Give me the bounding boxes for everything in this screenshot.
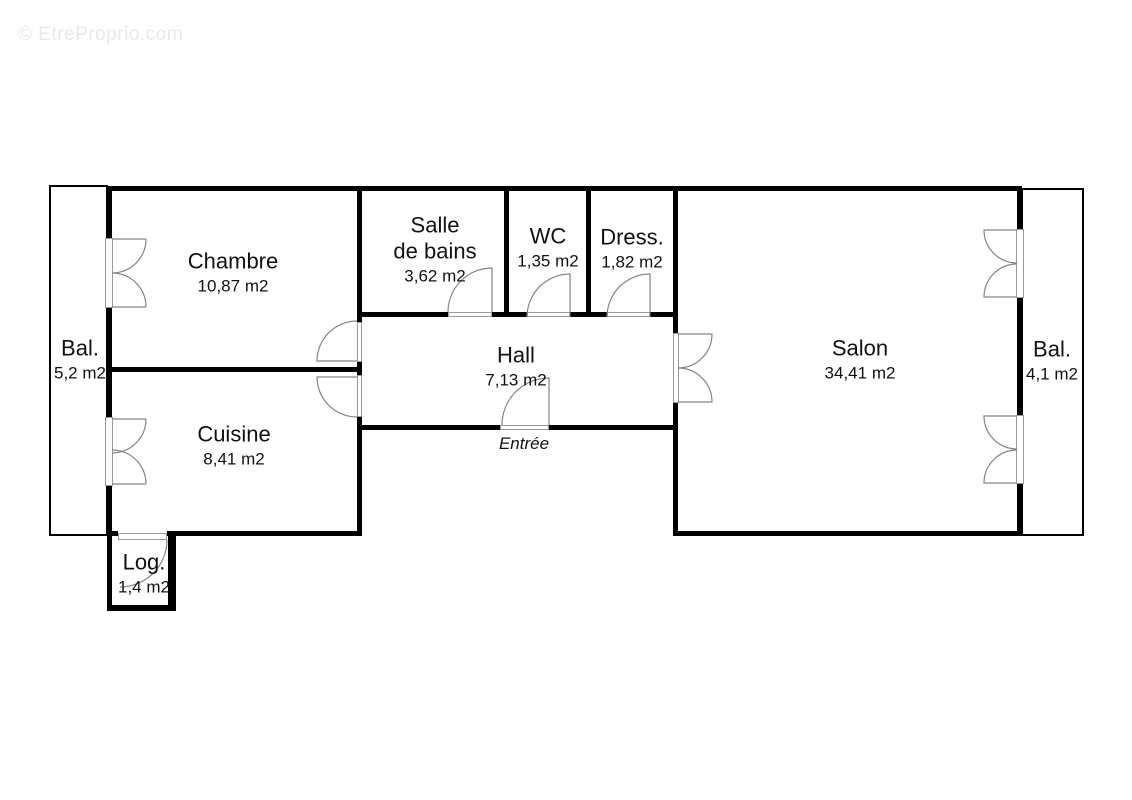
door-swing-entree bbox=[501, 377, 550, 426]
door-sill-dressing bbox=[607, 312, 650, 317]
walls bbox=[107, 186, 1022, 611]
door-frame-chambre-balcony bbox=[105, 238, 113, 308]
room-area: 5,2 m2 bbox=[54, 363, 106, 383]
room-area: 3,62 m2 bbox=[404, 266, 466, 286]
door-swing-chambre-balcony bbox=[111, 238, 147, 308]
wall-loggia-bottom bbox=[107, 605, 176, 611]
wall-vertical-segment bbox=[673, 191, 678, 333]
wall-left-segment bbox=[107, 308, 112, 417]
room-label-hall: Hall 7,13 m2 bbox=[485, 343, 546, 392]
room-label-wc: WC 1,35 m2 bbox=[517, 224, 578, 273]
room-area: 1,35 m2 bbox=[517, 251, 579, 271]
room-label-salle-de-bains: Salle de bains 3,62 m2 bbox=[393, 213, 476, 288]
wall-bottom-segment bbox=[107, 531, 118, 536]
wall-vertical-segment bbox=[673, 403, 678, 536]
wall-vertical-segment bbox=[586, 191, 591, 317]
wall-horizontal-segment bbox=[492, 312, 527, 317]
door-swing-hall-salon bbox=[677, 333, 713, 403]
wall-horizontal-segment bbox=[570, 312, 607, 317]
door-frame-cuisine-balcony bbox=[105, 417, 113, 486]
door-swing-salon-balcony-lower bbox=[983, 415, 1018, 484]
wall-bottom-segment bbox=[167, 531, 362, 536]
wall-left-segment bbox=[107, 186, 112, 238]
room-label-chambre: Chambre 10,87 m2 bbox=[188, 249, 278, 298]
room-name: Dress. bbox=[600, 224, 664, 250]
door-frame-hall-chambre bbox=[357, 322, 362, 362]
room-area: 4,1 m2 bbox=[1026, 364, 1078, 384]
door-leaf-loggia bbox=[118, 533, 167, 540]
door-sill-wc bbox=[527, 312, 570, 317]
room-name: WC bbox=[529, 223, 567, 249]
room-area: 7,13 m2 bbox=[485, 370, 547, 390]
room-name: Salon bbox=[831, 335, 889, 361]
room-name: Bal. bbox=[61, 335, 99, 361]
watermark-text: © EtreProprio.com bbox=[18, 24, 184, 45]
room-label-cuisine: Cuisine 8,41 m2 bbox=[197, 422, 270, 471]
wall-right-segment bbox=[1017, 186, 1022, 229]
door-frame-salon-balcony-upper bbox=[1016, 229, 1024, 298]
room-label-balcon-gauche: Bal. 5,2 m2 bbox=[54, 336, 106, 385]
wall-vertical-segment bbox=[357, 417, 362, 536]
room-label-salon: Salon 34,41 m2 bbox=[825, 336, 896, 385]
door-sill-entree bbox=[500, 425, 549, 430]
room-name: Salle bbox=[410, 212, 460, 238]
room-name: Chambre bbox=[187, 248, 279, 274]
wall-horizontal-segment bbox=[362, 312, 448, 317]
wall-vertical-segment bbox=[357, 191, 362, 322]
door-swing-loggia bbox=[119, 539, 168, 588]
wall-horizontal-segment bbox=[650, 312, 673, 317]
door-frame-salon-balcony-lower bbox=[1016, 415, 1024, 484]
room-name: Cuisine bbox=[197, 421, 271, 447]
door-swing-dressing bbox=[606, 273, 651, 318]
wall-horizontal-segment bbox=[112, 367, 357, 372]
room-area: 8,41 m2 bbox=[203, 449, 265, 469]
door-swing-salon-balcony-upper bbox=[983, 229, 1018, 298]
room-area: 34,41 m2 bbox=[824, 363, 896, 383]
wall-right-segment bbox=[1017, 298, 1022, 415]
room-area: 1,4 m2 bbox=[118, 577, 170, 597]
wall-vertical-segment bbox=[504, 191, 509, 317]
door-sill-salle-de-bains bbox=[448, 312, 492, 317]
room-name: Hall bbox=[497, 342, 535, 368]
wall-horizontal-segment bbox=[357, 425, 500, 430]
wall-top bbox=[107, 186, 1022, 191]
wall-right-segment bbox=[1017, 484, 1022, 536]
room-area: 10,87 m2 bbox=[197, 276, 269, 296]
room-name: Bal. bbox=[1033, 336, 1071, 362]
door-swing-cuisine-balcony bbox=[111, 418, 147, 485]
room-name: Log. bbox=[122, 549, 166, 575]
door-swing-hall-chambre bbox=[316, 320, 358, 362]
room-label-dressing: Dress. 1,82 m2 bbox=[600, 225, 664, 274]
room-label-loggia: Log. 1,4 m2 bbox=[118, 550, 170, 599]
wall-vertical-segment bbox=[357, 362, 362, 375]
door-swing-hall-cuisine bbox=[316, 376, 358, 418]
door-swings bbox=[111, 229, 1018, 588]
door-swing-salle-de-bains bbox=[447, 267, 493, 313]
entree-label: Entrée bbox=[498, 434, 550, 453]
room-label-balcon-droit: Bal. 4,1 m2 bbox=[1026, 337, 1078, 386]
room-area: 1,82 m2 bbox=[601, 252, 663, 272]
door-frame-hall-salon bbox=[673, 333, 679, 403]
room-name: de bains bbox=[393, 238, 477, 264]
wall-left-segment bbox=[107, 486, 112, 611]
door-swing-wc bbox=[526, 273, 571, 318]
door-frame-hall-cuisine bbox=[357, 375, 362, 417]
wall-horizontal-segment bbox=[549, 425, 678, 430]
wall-bottom-segment bbox=[673, 531, 1022, 536]
wall-loggia-right bbox=[168, 536, 176, 611]
